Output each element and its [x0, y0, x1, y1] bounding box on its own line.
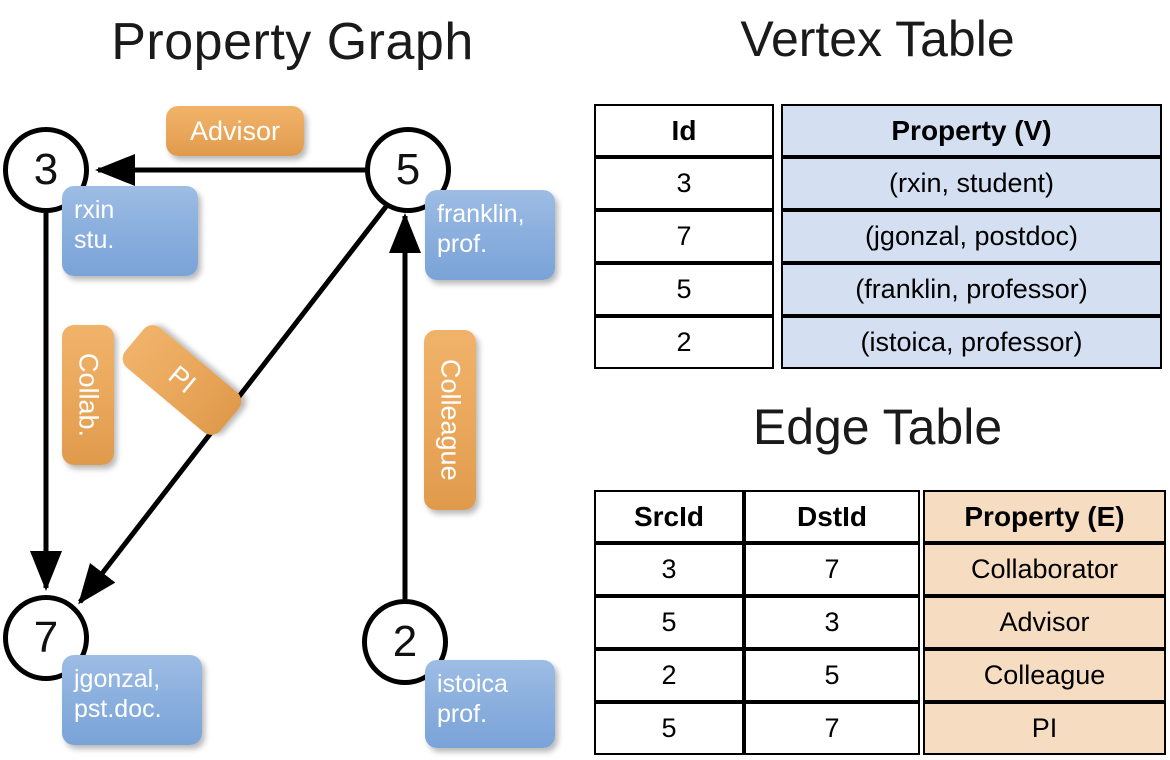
column-gap [774, 210, 781, 263]
edge-header-srcid: SrcId [594, 490, 744, 543]
edge-table-title: Edge Table [752, 399, 1003, 455]
node-property-line: stu. [74, 225, 115, 254]
column-gap [920, 543, 923, 596]
node-property-box-5: franklin, prof. [425, 190, 555, 280]
edge-cell-srcid: 2 [594, 649, 744, 702]
node-property-line: prof. [437, 229, 488, 258]
table-row: 7 (jgonzal, postdoc) [594, 210, 1162, 263]
vertex-cell-property: (istoica, professor) [781, 316, 1162, 369]
node-property-line: jgonzal, [74, 665, 161, 693]
edge-cell-dstid: 7 [744, 702, 920, 755]
vertex-table-title: Vertex Table [740, 11, 1015, 67]
edge-cell-property: Colleague [923, 649, 1166, 702]
edge-cell-dstid: 7 [744, 543, 920, 596]
page-title-property-graph: Property Graph [111, 13, 474, 71]
vertex-header-property: Property (V) [781, 104, 1162, 157]
vertex-cell-id: 3 [594, 157, 774, 210]
node-property-line: pst.doc. [74, 694, 162, 723]
node-property-box-7: jgonzal, pst.doc. [62, 655, 202, 745]
vertex-cell-property: (rxin, student) [781, 157, 1162, 210]
column-gap [774, 316, 781, 369]
vertex-cell-id: 7 [594, 210, 774, 263]
vertex-cell-id: 2 [594, 316, 774, 369]
column-gap [920, 649, 923, 702]
edge-table: SrcId DstId Property (E) 3 7 Collaborato… [594, 490, 1166, 755]
vertex-cell-property: (franklin, professor) [781, 263, 1162, 316]
edge-label-collab: Collab. [62, 325, 114, 465]
edge-cell-srcid: 3 [594, 543, 744, 596]
table-row: 5 3 Advisor [594, 596, 1166, 649]
edge-cell-property: Advisor [923, 596, 1166, 649]
column-gap [774, 104, 781, 157]
table-row: 5 7 PI [594, 702, 1166, 755]
property-graph-panel: Property Graph 3 5 7 2 rxin stu. frankli… [3, 13, 555, 748]
column-gap [920, 702, 923, 755]
table-row: 2 (istoica, professor) [594, 316, 1162, 369]
vertex-cell-id: 5 [594, 263, 774, 316]
column-gap [920, 596, 923, 649]
node-property-line: istoica [437, 670, 508, 698]
node-property-box-3: rxin stu. [62, 186, 198, 276]
table-header-row: Id Property (V) [594, 104, 1162, 157]
edge-header-dstid: DstId [744, 490, 920, 543]
edge-label-colleague: Colleague [424, 330, 476, 510]
vertex-table: Id Property (V) 3 (rxin, student) 7 (jgo… [594, 104, 1162, 369]
node-property-line: franklin, [437, 200, 525, 228]
edge-cell-property: PI [923, 702, 1166, 755]
edge-header-property: Property (E) [923, 490, 1166, 543]
table-row: 2 5 Colleague [594, 649, 1166, 702]
column-gap [920, 490, 923, 543]
graph-node-2[interactable]: 2 [362, 599, 448, 685]
table-row: 5 (franklin, professor) [594, 263, 1162, 316]
table-row: 3 7 Collaborator [594, 543, 1166, 596]
vertex-header-id: Id [594, 104, 774, 157]
table-row: 3 (rxin, student) [594, 157, 1162, 210]
edge-cell-dstid: 3 [744, 596, 920, 649]
column-gap [774, 157, 781, 210]
node-property-box-2: istoica prof. [425, 660, 555, 748]
edge-label-advisor: Advisor [166, 106, 304, 156]
vertex-cell-property: (jgonzal, postdoc) [781, 210, 1162, 263]
node-property-line: rxin [74, 196, 115, 224]
edge-cell-dstid: 5 [744, 649, 920, 702]
graph-node-5[interactable]: 5 [365, 127, 451, 213]
edge-cell-property: Collaborator [923, 543, 1166, 596]
edge-cell-srcid: 5 [594, 596, 744, 649]
table-header-row: SrcId DstId Property (E) [594, 490, 1166, 543]
edge-cell-srcid: 5 [594, 702, 744, 755]
node-property-line: prof. [437, 699, 488, 728]
column-gap [774, 263, 781, 316]
